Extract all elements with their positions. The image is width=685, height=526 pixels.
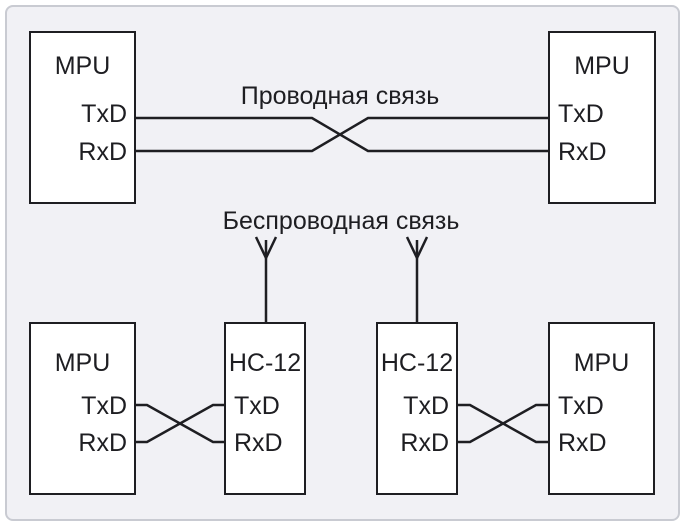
box-title: MPU bbox=[54, 349, 111, 377]
pin-label-txd: TxD bbox=[81, 100, 127, 128]
box-title: MPU bbox=[574, 52, 630, 80]
pin-label-rxd: RxD bbox=[234, 429, 283, 457]
hc12-bottom-right-box: HC-12 TxD RxD bbox=[376, 322, 458, 495]
mpu-bottom-right-box: MPU TxD RxD bbox=[548, 322, 655, 495]
wired-link-label: Проводная связь bbox=[240, 82, 440, 110]
wireless-link-label: Беспроводная связь bbox=[222, 207, 460, 235]
mpu-top-left-box: MPU TxD RxD bbox=[29, 31, 136, 204]
mpu-bottom-left-box: MPU TxD RxD bbox=[29, 322, 136, 495]
pin-label-rxd: RxD bbox=[78, 138, 127, 166]
pin-label-txd: TxD bbox=[234, 392, 280, 420]
pin-label-rxd: RxD bbox=[400, 429, 449, 457]
box-title: HC-12 bbox=[228, 349, 302, 377]
pin-label-txd: TxD bbox=[558, 100, 604, 128]
box-title: HC-12 bbox=[380, 349, 454, 377]
hc12-bottom-left-box: HC-12 TxD RxD bbox=[224, 322, 306, 495]
mpu-top-right-box: MPU TxD RxD bbox=[548, 31, 656, 204]
box-title: MPU bbox=[54, 52, 111, 80]
pin-label-txd: TxD bbox=[403, 392, 449, 420]
pin-label-rxd: RxD bbox=[558, 429, 607, 457]
pin-label-rxd: RxD bbox=[78, 429, 127, 457]
pin-label-txd: TxD bbox=[558, 392, 604, 420]
pin-label-rxd: RxD bbox=[558, 138, 607, 166]
pin-label-txd: TxD bbox=[81, 392, 127, 420]
box-title: MPU bbox=[573, 349, 630, 377]
